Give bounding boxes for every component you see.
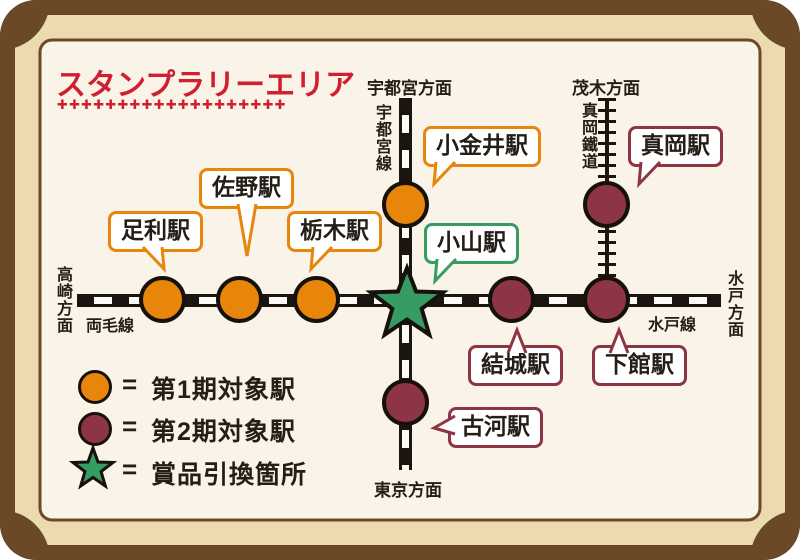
legend-phase2-equals: = — [122, 411, 138, 441]
legend-phase2-label: 第2期対象駅 — [151, 418, 296, 446]
legend-phase1-circle-icon — [78, 370, 112, 404]
bubble-sano-label: 佐野駅 — [212, 174, 281, 200]
station-sano-marker — [216, 276, 263, 323]
bubble-tail — [433, 257, 458, 285]
bubble-ashikaga-label: 足利駅 — [121, 217, 190, 243]
bubble-koga-label: 古河駅 — [461, 413, 530, 439]
station-koganei-marker — [382, 181, 429, 228]
bubble-ashikaga: 足利駅 — [108, 211, 203, 273]
station-shimodate-marker — [583, 276, 630, 323]
bubble-tail — [141, 245, 166, 273]
station-tochigi-marker — [293, 276, 340, 323]
line-label-utsunomiya-line: 宇都宮線 — [373, 104, 390, 172]
bubble-oyama: 小山駅 — [424, 223, 519, 285]
bubble-tail — [236, 203, 258, 257]
bubble-tochigi: 栃木駅 — [287, 211, 382, 273]
station-oyama-star-marker — [365, 262, 449, 340]
bubble-shimodate-label: 下館駅 — [605, 351, 674, 377]
station-koga-marker — [382, 379, 429, 426]
legend-exchange-equals: = — [122, 454, 138, 484]
line-label-mito-line: 水戸線 — [648, 317, 697, 334]
bubble-moka: 真岡駅 — [628, 126, 723, 188]
bubble-yuki-label: 結城駅 — [481, 351, 550, 377]
legend-exchange-label: 賞品引換箇所 — [151, 461, 308, 489]
page-title: スタンプラリーエリア — [56, 69, 356, 102]
line-label-ryomo-line: 両毛線 — [86, 318, 135, 335]
station-moka-marker — [583, 181, 630, 228]
legend-exchange-star-icon — [68, 443, 118, 490]
bubble-koganei: 小金井駅 — [423, 126, 541, 188]
bubble-shimodate: 下館駅 — [592, 325, 687, 386]
legend-phase1-label: 第1期対象駅 — [151, 376, 296, 404]
bubble-tail — [432, 160, 457, 188]
direction-motegi: 茂木方面 — [572, 79, 640, 98]
bubble-moka-label: 真岡駅 — [641, 132, 710, 158]
bubble-tochigi-label: 栃木駅 — [300, 217, 369, 243]
bubble-tail — [637, 160, 662, 188]
legend-phase1-equals: = — [122, 369, 138, 399]
legend-phase2-circle-icon — [78, 412, 112, 446]
bubble-tail — [608, 325, 630, 354]
title-decoration: ✚✚✚✚✚✚✚✚✚✚✚✚✚✚✚✚✚✚✚ — [57, 97, 287, 112]
direction-takasaki: 高崎方面 — [54, 266, 71, 334]
direction-utsunomiya: 宇都宮方面 — [367, 79, 452, 98]
station-yuki-marker — [488, 276, 535, 323]
station-ashikaga-marker — [139, 276, 186, 323]
bubble-oyama-label: 小山駅 — [437, 229, 506, 255]
bubble-tail — [506, 325, 528, 354]
bubble-tail — [309, 245, 334, 273]
bubble-koga: 古河駅 — [430, 407, 543, 448]
direction-mito: 水戸方面 — [725, 270, 742, 338]
bubble-sano: 佐野駅 — [199, 168, 294, 257]
line-label-moka-railway: 真岡鐵道 — [579, 102, 596, 170]
bubble-koganei-label: 小金井駅 — [436, 132, 528, 158]
bubble-yuki: 結城駅 — [468, 325, 563, 386]
bubble-tail — [430, 414, 456, 436]
direction-tokyo: 東京方面 — [374, 481, 442, 500]
